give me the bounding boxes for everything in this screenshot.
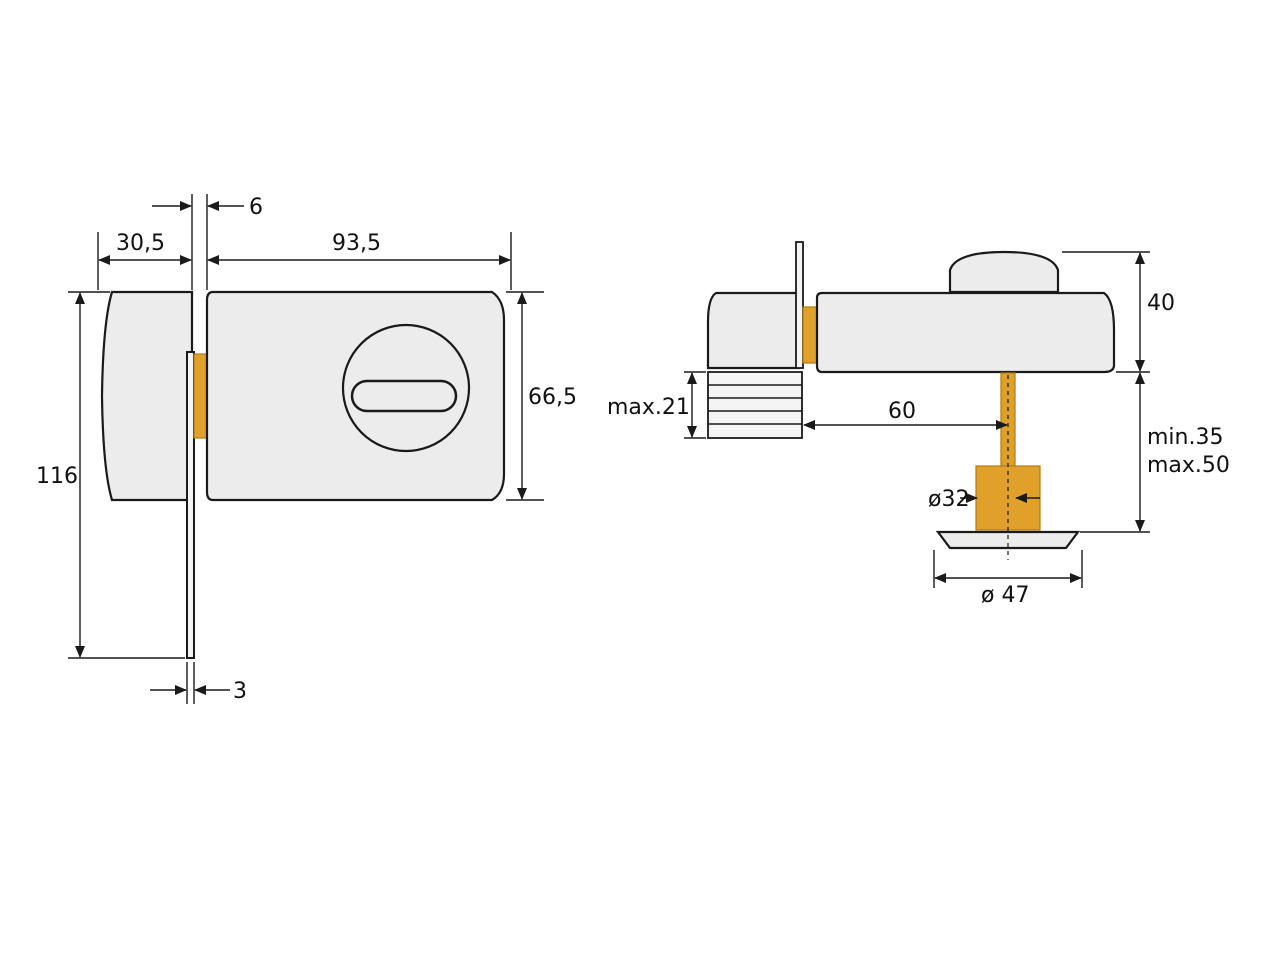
brass-bolt bbox=[193, 353, 208, 439]
dim-93-5: 93,5 bbox=[332, 231, 381, 256]
knob bbox=[948, 250, 1060, 294]
dim-40: 40 bbox=[1147, 291, 1175, 316]
dim-6: 6 bbox=[249, 195, 263, 220]
side-view: 40 max.21 60 min.35 max.50 ø32 ø 47 bbox=[607, 241, 1230, 608]
side-brass-bolt bbox=[802, 306, 818, 364]
front-view: 6 30,5 93,5 66,5 116 3 bbox=[36, 194, 577, 704]
keeper-side bbox=[706, 291, 801, 370]
dim-60: 60 bbox=[888, 399, 916, 424]
spacer-plates bbox=[707, 371, 803, 439]
dim-3: 3 bbox=[233, 679, 247, 704]
mounting-plate bbox=[186, 351, 195, 659]
lock-body-side bbox=[815, 291, 1116, 374]
dim-min-35: min.35 bbox=[1147, 425, 1223, 450]
dim-116: 116 bbox=[36, 464, 78, 489]
key-slot bbox=[350, 379, 458, 413]
dim-dia-47: ø 47 bbox=[981, 583, 1029, 608]
spindle bbox=[1000, 372, 1016, 469]
keeper-body bbox=[100, 290, 194, 502]
rose bbox=[935, 530, 1081, 550]
dim-dia-32: ø32 bbox=[928, 487, 969, 512]
dim-30-5: 30,5 bbox=[116, 231, 165, 256]
dim-max-21: max.21 bbox=[607, 395, 690, 420]
dim-max-50: max.50 bbox=[1147, 453, 1230, 478]
dim-66-5: 66,5 bbox=[528, 385, 577, 410]
side-plate bbox=[795, 241, 804, 369]
